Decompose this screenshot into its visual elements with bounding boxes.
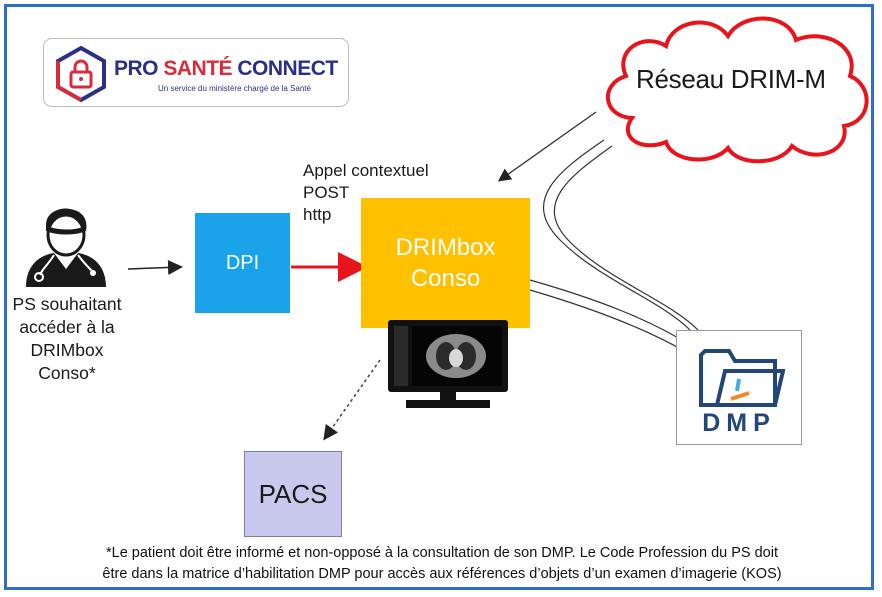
padlock-icon — [56, 45, 106, 103]
footnote-line-1: *Le patient doit être informé et non-opp… — [106, 545, 778, 561]
actor-label: PS souhaitant accéder à la DRIMbox Conso… — [12, 294, 122, 383]
dmp-label: DMP — [702, 409, 776, 437]
link-cloud-to-dmp — [542, 139, 691, 331]
arrow-monitor-to-pacs — [323, 359, 381, 441]
arrow-cloud-to-drimbox — [497, 111, 597, 182]
viewer-monitor-icon — [388, 320, 508, 408]
footnote: *Le patient doit être informé et non-opp… — [12, 543, 872, 585]
contextual-call-label: Appel contextuel POST http — [303, 161, 429, 224]
link-drimbox-to-dmp — [529, 279, 691, 346]
pacs-node: PACS — [244, 451, 342, 537]
arrow-ps-to-dpi — [127, 259, 183, 275]
logo-tagline: Un service du ministère chargé de la San… — [158, 84, 311, 93]
folder-icon — [699, 349, 785, 407]
drimbox-conso-node: DRIMbox Conso — [361, 198, 530, 328]
logo-wordmark: PRO SANTÉ CONNECT — [114, 57, 338, 80]
cloud-label: Réseau DRIM-M — [636, 64, 826, 94]
doctor-icon — [26, 208, 106, 287]
pro-sante-connect-logo: PRO SANTÉ CONNECT Un service du ministèr… — [43, 38, 349, 107]
diagram-frame — [4, 4, 874, 590]
dmp-node: DMP — [676, 330, 802, 445]
dpi-node: DPI — [195, 213, 290, 313]
footnote-line-2: être dans la matrice d’habilitation DMP … — [102, 566, 782, 582]
cloud-shape — [606, 16, 869, 164]
